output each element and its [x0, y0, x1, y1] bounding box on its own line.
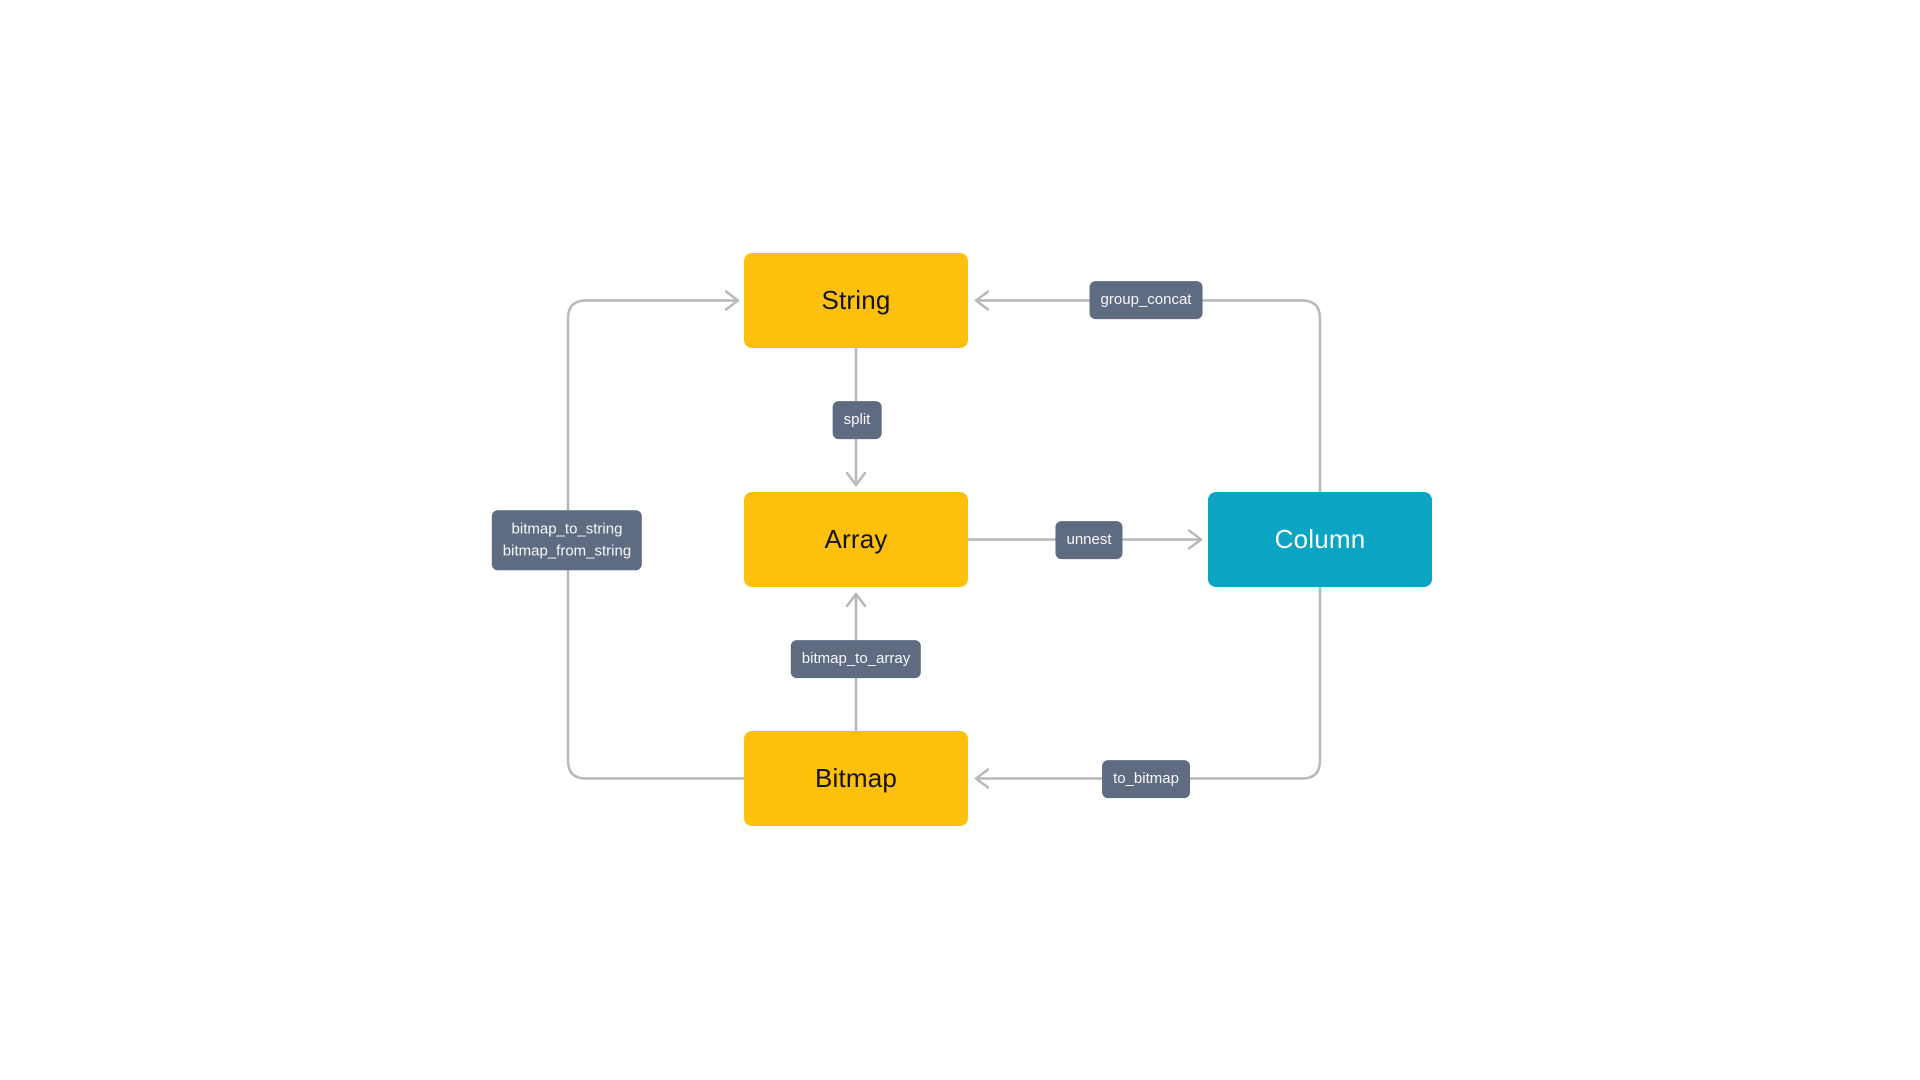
node-column: Column: [1208, 492, 1432, 587]
node-column-label: Column: [1274, 524, 1366, 554]
node-array: Array: [744, 492, 968, 587]
edge-label-split: split: [832, 401, 882, 439]
edge-label-unnest: unnest: [1055, 521, 1123, 559]
node-string: String: [744, 253, 968, 348]
node-bitmap: Bitmap: [744, 731, 968, 826]
edge-label-bitmap-from-string: bitmap_from_string: [502, 542, 632, 559]
node-string-label: String: [821, 285, 891, 315]
edge-label-group-concat: group_concat: [1089, 281, 1203, 319]
node-bitmap-label: Bitmap: [814, 763, 898, 793]
arrow-group-concat: [976, 301, 1322, 492]
edge-label-bitmap-string: bitmap_to_string bitmap_from_string: [491, 510, 643, 570]
node-array-label: Array: [824, 524, 888, 554]
edge-label-bitmap-to-array: bitmap_to_array: [790, 640, 922, 678]
arrow-to-bitmap: [976, 587, 1322, 779]
edge-label-to-bitmap: to_bitmap: [1102, 760, 1190, 798]
edge-label-bitmap-to-string: bitmap_to_string: [511, 520, 623, 538]
